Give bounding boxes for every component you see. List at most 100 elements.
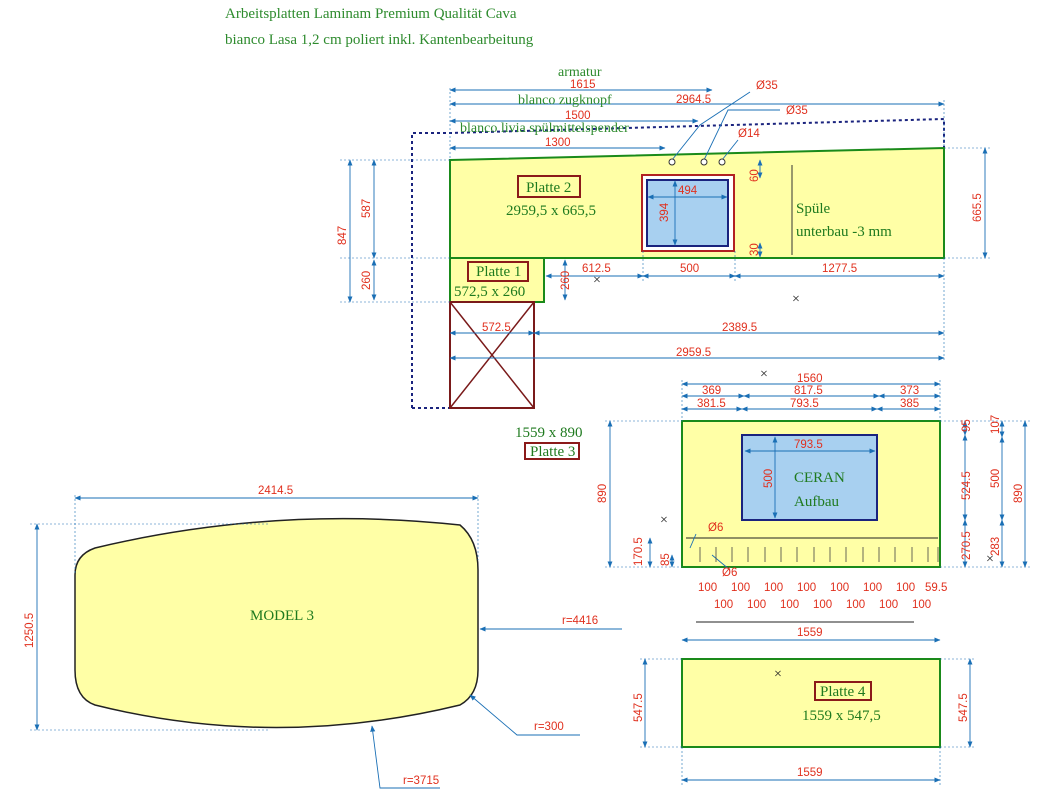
svg-text:381.5: 381.5	[697, 398, 726, 410]
svg-text:1615: 1615	[570, 79, 596, 91]
hole-spuelmittel	[718, 158, 726, 166]
leader-hole-3	[721, 139, 739, 161]
svg-text:Ø35: Ø35	[756, 80, 778, 92]
platte-3-size: 1559 x 890	[515, 425, 583, 441]
svg-text:95: 95	[961, 419, 973, 432]
platte-2-tag: Platte 2	[526, 180, 571, 196]
label-spuelmittel: blanco livia spülmittelspender	[460, 121, 629, 136]
svg-text:547.5: 547.5	[633, 693, 645, 722]
svg-text:30: 30	[749, 243, 761, 256]
svg-text:1250.5: 1250.5	[24, 613, 36, 648]
platte-1-size: 572,5 x 260	[454, 284, 525, 300]
svg-text:500: 500	[763, 469, 775, 488]
hole-spacing-lower: 100	[813, 599, 832, 611]
corner-cabinet	[449, 301, 535, 409]
svg-text:793.5: 793.5	[794, 439, 823, 451]
hole-spacing-lower: 100	[846, 599, 865, 611]
x-mark: ×	[774, 667, 782, 682]
hole-spacing-upper: 100	[797, 582, 816, 594]
svg-text:1277.5: 1277.5	[822, 263, 857, 275]
hole-spacing-lower: 100	[912, 599, 931, 611]
hole-spacing-lower: 100	[879, 599, 898, 611]
svg-text:1560: 1560	[797, 373, 823, 385]
platte-4-size: 1559 x 547,5	[802, 708, 881, 724]
x-mark: ×	[986, 552, 994, 567]
svg-text:283: 283	[990, 537, 1002, 556]
hole-spacing-lower: 100	[714, 599, 733, 611]
svg-text:Ø35: Ø35	[786, 105, 808, 117]
header-line-2: bianco Lasa 1,2 cm poliert inkl. Kantenb…	[225, 32, 534, 48]
svg-text:369: 369	[702, 385, 721, 397]
svg-text:1300: 1300	[545, 137, 571, 149]
model-3-slab	[74, 517, 479, 729]
svg-text:260: 260	[361, 271, 373, 290]
svg-text:1559: 1559	[797, 627, 823, 639]
x-mark: ×	[760, 367, 768, 382]
svg-text:547.5: 547.5	[958, 693, 970, 722]
svg-text:r=4416: r=4416	[562, 615, 598, 627]
svg-text:890: 890	[1013, 484, 1025, 503]
x-mark: ×	[792, 292, 800, 307]
hole-armatur	[668, 158, 676, 166]
svg-text:170.5: 170.5	[633, 537, 645, 566]
hole-spacing-upper: 100	[764, 582, 783, 594]
hole-spacing-lower: 100	[747, 599, 766, 611]
leader-hole-1	[671, 91, 751, 161]
svg-text:r=300: r=300	[534, 721, 564, 733]
hole-spacing-upper: 100	[896, 582, 915, 594]
svg-text:587: 587	[361, 199, 373, 218]
hole-spacing-upper: 100	[698, 582, 717, 594]
platte-2-size: 2959,5 x 665,5	[506, 203, 596, 219]
svg-text:2414.5: 2414.5	[258, 485, 293, 497]
label-armatur: armatur	[558, 65, 602, 80]
svg-text:107: 107	[990, 415, 1002, 434]
svg-text:60: 60	[749, 169, 761, 182]
hole-spacing-upper: 100	[830, 582, 849, 594]
svg-text:890: 890	[597, 484, 609, 503]
drill-holes	[699, 547, 939, 562]
svg-text:793.5: 793.5	[790, 398, 819, 410]
label-zugknopf: blanco zugknopf	[518, 93, 612, 108]
platte-1-tag: Platte 1	[476, 264, 521, 280]
svg-text:1559: 1559	[797, 767, 823, 779]
platte-4-tag-box	[814, 681, 872, 701]
svg-text:2389.5: 2389.5	[722, 322, 757, 334]
hole-spacing-upper: 100	[731, 582, 750, 594]
svg-text:373: 373	[900, 385, 919, 397]
svg-text:385: 385	[900, 398, 919, 410]
platte-2-tag-box	[517, 175, 581, 198]
x-mark: ×	[660, 513, 668, 528]
platte-3-tag-box	[524, 442, 580, 460]
svg-text:665.5: 665.5	[972, 193, 984, 222]
hole-spacing-lower: 100	[780, 599, 799, 611]
leader-hole-2	[703, 109, 780, 161]
svg-text:572.5: 572.5	[482, 322, 511, 334]
platte-3-tag: Platte 3	[530, 444, 575, 460]
svg-text:847: 847	[337, 226, 349, 245]
svg-text:85: 85	[660, 553, 672, 566]
svg-text:612.5: 612.5	[582, 263, 611, 275]
svg-text:500: 500	[990, 469, 1002, 488]
svg-text:817.5: 817.5	[794, 385, 823, 397]
svg-text:Ø6: Ø6	[722, 567, 737, 579]
header-line-1: Arbeitsplatten Laminam Premium Qualität …	[225, 6, 517, 22]
sink-bowl	[646, 179, 729, 247]
svg-text:r=3715: r=3715	[403, 775, 439, 787]
svg-text:2959.5: 2959.5	[676, 347, 711, 359]
svg-text:Ø6: Ø6	[708, 522, 723, 534]
corner-cabinet-cross	[449, 301, 535, 409]
svg-text:500: 500	[680, 263, 699, 275]
svg-text:Ø14: Ø14	[738, 128, 760, 140]
svg-text:2964.5: 2964.5	[676, 94, 711, 106]
hole-spacing-upper: 59.5	[925, 582, 947, 594]
sink-sublabel: unterbau -3 mm	[796, 224, 892, 240]
platte-4-slab	[681, 658, 941, 748]
sink-label: Spüle	[796, 201, 831, 217]
platte-4-tag: Platte 4	[820, 684, 866, 700]
svg-text:270.5: 270.5	[961, 531, 973, 560]
hole-zugknopf	[700, 158, 708, 166]
svg-text:394: 394	[659, 202, 671, 222]
x-mark: ×	[593, 273, 601, 288]
svg-text:1500: 1500	[565, 110, 591, 122]
